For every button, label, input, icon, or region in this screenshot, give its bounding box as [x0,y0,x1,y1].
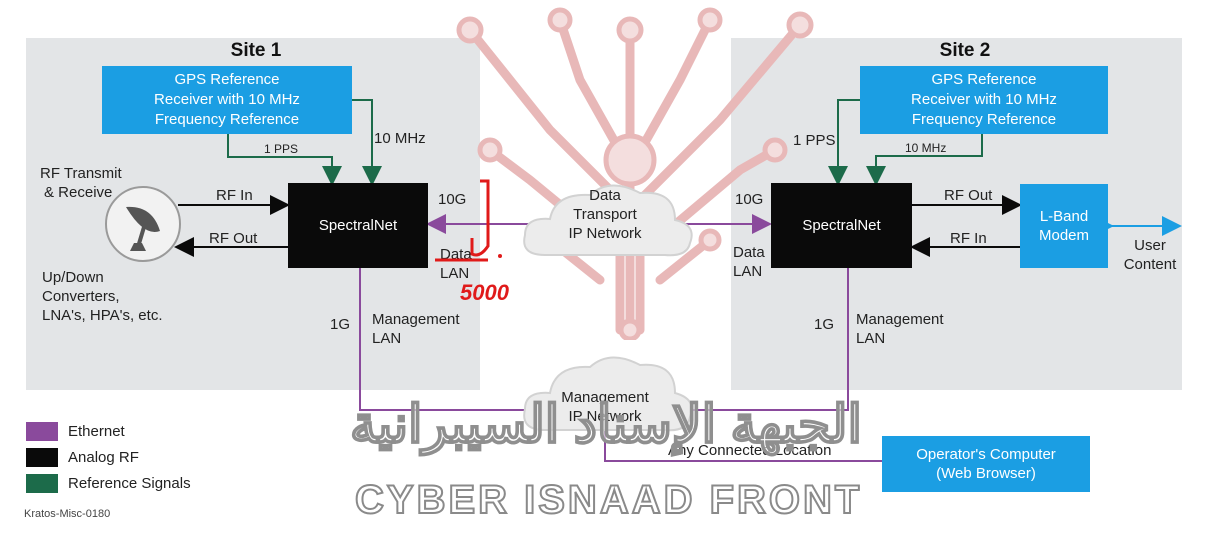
site1-rf-out-label: RF Out [209,230,258,247]
site1-gps-line3: Frequency Reference [154,111,300,128]
watermark-arabic: الجبهة الإسناد السيبرانية [349,395,863,455]
any-location-label: Any Connected Location [668,442,832,459]
mgmt-cloud-label: Management IP Network [545,388,665,426]
site2-1g-label: 1G [814,316,835,333]
watermark-latin: CYBER ISNAAD FRONT [354,477,863,523]
site2-lan: LAN [733,263,763,280]
site1-management-lan-label: Management LAN [372,310,460,348]
site2-10mhz-label: 10 MHz [905,141,947,155]
mgmt-cloud-line2: IP Network [568,408,642,425]
modem-line1: L-Band [1039,208,1089,225]
converters-label: Up/Down Converters, LNA's, HPA's, etc. [42,268,162,325]
site1-gps-receiver: GPS Reference Receiver with 10 MHz Frequ… [102,66,352,134]
site1-mgmt-lan: LAN [372,330,402,347]
management-cloud [523,356,693,432]
operator-computer: Operator's Computer (Web Browser) [882,436,1090,492]
user-line1: User [1134,237,1166,254]
site2-mgmt: Management [856,311,944,328]
site2-gps-receiver: GPS Reference Receiver with 10 MHz Frequ… [860,66,1108,134]
handwritten-scribble [435,179,502,262]
operator-line2: (Web Browser) [936,465,1036,482]
site2-management-lan-label: Management LAN [856,310,944,348]
legend-analog-swatch [26,448,58,467]
conv-line3: LNA's, HPA's, etc. [42,307,163,324]
handwritten-number: 5000 [460,280,509,305]
user-line2: Content [1123,256,1177,273]
site1-gps-line2: Receiver with 10 MHz [154,91,300,108]
modem-line2: Modem [1038,227,1090,244]
site2-mgmt-lan: LAN [856,330,886,347]
legend-ethernet-label: Ethernet [68,423,125,440]
rf-tx-line2: & Receive [44,184,113,201]
site1-spectralnet: SpectralNet [288,183,428,268]
data-cloud-line1: Data [589,187,621,204]
conv-line1: Up/Down [42,269,104,286]
site1-10g-label: 10G [438,191,467,208]
operator-line1: Operator's Computer [916,446,1056,463]
legend-reference-swatch [26,474,58,493]
satellite-dish-icon [105,186,181,262]
rf-transmit-label: RF Transmit & Receive [40,164,122,202]
site1-title: Site 1 [230,40,282,61]
site2-title: Site 2 [939,40,991,61]
l-band-modem: L-Band Modem [1020,184,1108,268]
data-cloud-label: Data Transport IP Network [545,186,665,243]
data-cloud-line2: Transport [573,206,637,223]
site1-10mhz-label: 10 MHz [374,130,426,147]
site2-gps-line2: Receiver with 10 MHz [911,91,1057,108]
site1-lan: LAN [440,265,470,282]
site2-gps-line1: GPS Reference [931,71,1037,88]
site2-rf-in-label: RF In [950,230,987,247]
legend-reference-label: Reference Signals [68,475,191,492]
site1-pps-label: 1 PPS [264,142,299,156]
site2-gps-line3: Frequency Reference [911,111,1057,128]
legend-ethernet-swatch [26,422,58,441]
mgmt-cloud-line1: Management [561,389,649,406]
site2-pps-label: 1 PPS [793,132,836,149]
legend-analog-label: Analog RF [68,449,139,466]
site1-gps-line1: GPS Reference [174,71,280,88]
user-content-label: User Content [1110,236,1190,274]
site2-10g-label: 10G [735,191,764,208]
site2-data: Data [733,244,765,261]
site1-mgmt: Management [372,311,460,328]
figure-caption: Kratos-Misc-0180 [24,508,111,520]
conv-line2: Converters, [42,288,120,305]
data-cloud-line3: IP Network [568,225,642,242]
site2-spectralnet: SpectralNet [771,183,912,268]
rf-tx-line1: RF Transmit [40,165,122,182]
data-transport-cloud [523,184,693,257]
site1-rf-in-label: RF In [216,187,253,204]
site2-rf-out-label: RF Out [944,187,993,204]
site1-1g-label: 1G [330,316,351,333]
site2-data-lan-label: Data LAN [733,243,765,281]
